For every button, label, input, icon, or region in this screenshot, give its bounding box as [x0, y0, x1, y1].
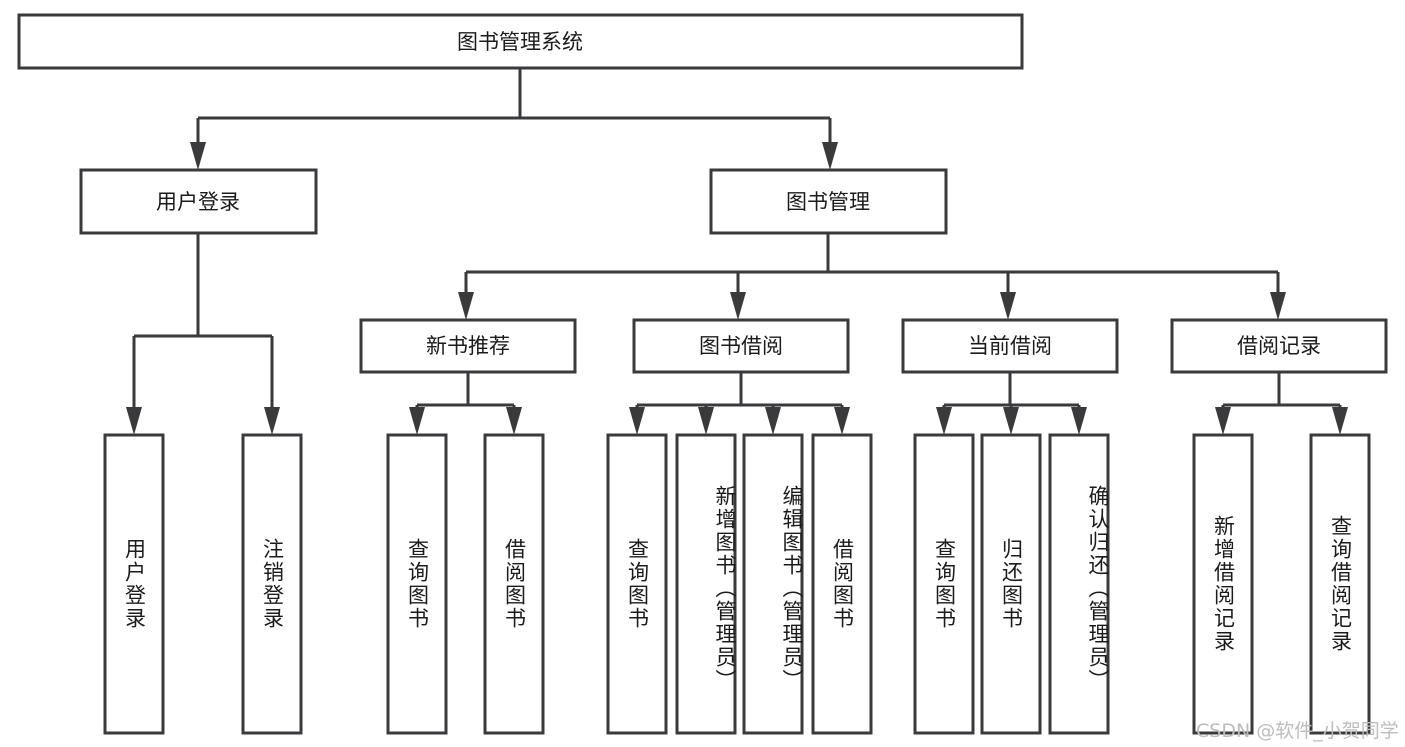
leaf-box-query-book-3[interactable]: [913, 433, 975, 735]
arrow-head-icon: [1332, 407, 1348, 435]
node-new-book-recommend[interactable]: 新书推荐: [359, 318, 577, 374]
leaf-box-query-borrow-record[interactable]: [1309, 433, 1371, 735]
node-new-book-recommend-label: 新书推荐: [426, 334, 510, 358]
leaf-box-edit-book-admin[interactable]: [742, 433, 804, 735]
node-book-borrow-label: 图书借阅: [699, 334, 783, 358]
node-new-book-recommend-box[interactable]: [359, 318, 577, 374]
leaf-box-logout[interactable]: [241, 433, 303, 735]
arrow-head-icon: [822, 142, 838, 170]
leaf-box-return-book[interactable]: [980, 433, 1042, 735]
edge-new-book-recommend-to-leaves: [409, 372, 522, 435]
leaf-box-borrow-book-1[interactable]: [483, 433, 545, 735]
edge-book-borrow-to-leaves: [629, 372, 850, 435]
leaf-box-query-book-2[interactable]: [606, 433, 668, 735]
arrow-head-icon: [126, 407, 142, 435]
leaf-box-user-login[interactable]: [103, 433, 165, 735]
node-current-borrow-box[interactable]: [901, 318, 1119, 374]
node-borrow-record-label: 借阅记录: [1237, 334, 1321, 358]
arrow-head-icon: [698, 407, 714, 435]
arrow-head-icon: [409, 407, 425, 435]
arrow-head-icon: [834, 407, 850, 435]
node-user-login-box[interactable]: [79, 168, 318, 235]
node-user-login[interactable]: 用户登录: [79, 168, 318, 235]
edge-root-to-level2: [190, 68, 838, 170]
edge-borrow-record-to-leaves: [1215, 372, 1348, 435]
leaf-box-borrow-book-2[interactable]: [811, 433, 873, 735]
arrow-head-icon: [629, 407, 645, 435]
arrow-head-icon: [765, 407, 781, 435]
arrow-head-icon: [190, 142, 206, 170]
arrow-head-icon: [1000, 292, 1016, 320]
node-borrow-record[interactable]: 借阅记录: [1170, 318, 1388, 374]
leaf-box-add-book-admin[interactable]: [675, 433, 737, 735]
arrow-head-icon: [1215, 407, 1231, 435]
leaf-box-add-borrow-record[interactable]: [1192, 433, 1254, 735]
leaf-box-query-book-1[interactable]: [386, 433, 448, 735]
arrow-head-icon: [936, 407, 952, 435]
arrow-head-icon: [1003, 407, 1019, 435]
arrow-head-icon: [1270, 292, 1286, 320]
arrow-head-icon: [458, 292, 474, 320]
node-current-borrow[interactable]: 当前借阅: [901, 318, 1119, 374]
node-root-box[interactable]: [17, 13, 1024, 70]
arrow-head-icon: [264, 407, 280, 435]
node-book-management[interactable]: 图书管理: [709, 168, 948, 235]
node-user-login-label: 用户登录: [156, 190, 240, 214]
leaf-box-confirm-return-admin[interactable]: [1048, 433, 1110, 735]
arrow-head-icon: [1071, 407, 1087, 435]
watermark-text: CSDN @软件_小贺同学: [1196, 720, 1399, 742]
edge-current-borrow-to-leaves: [936, 372, 1087, 435]
arrow-head-icon: [730, 292, 746, 320]
node-current-borrow-label: 当前借阅: [968, 334, 1052, 358]
node-book-management-label: 图书管理: [786, 190, 870, 214]
edge-user-login-to-leaves: [126, 233, 280, 435]
node-book-borrow[interactable]: 图书借阅: [632, 318, 850, 374]
edge-book-management-to-level3: [458, 233, 1286, 320]
node-root[interactable]: 图书管理系统: [17, 13, 1024, 70]
node-root-label: 图书管理系统: [457, 30, 583, 54]
arrow-head-icon: [506, 407, 522, 435]
